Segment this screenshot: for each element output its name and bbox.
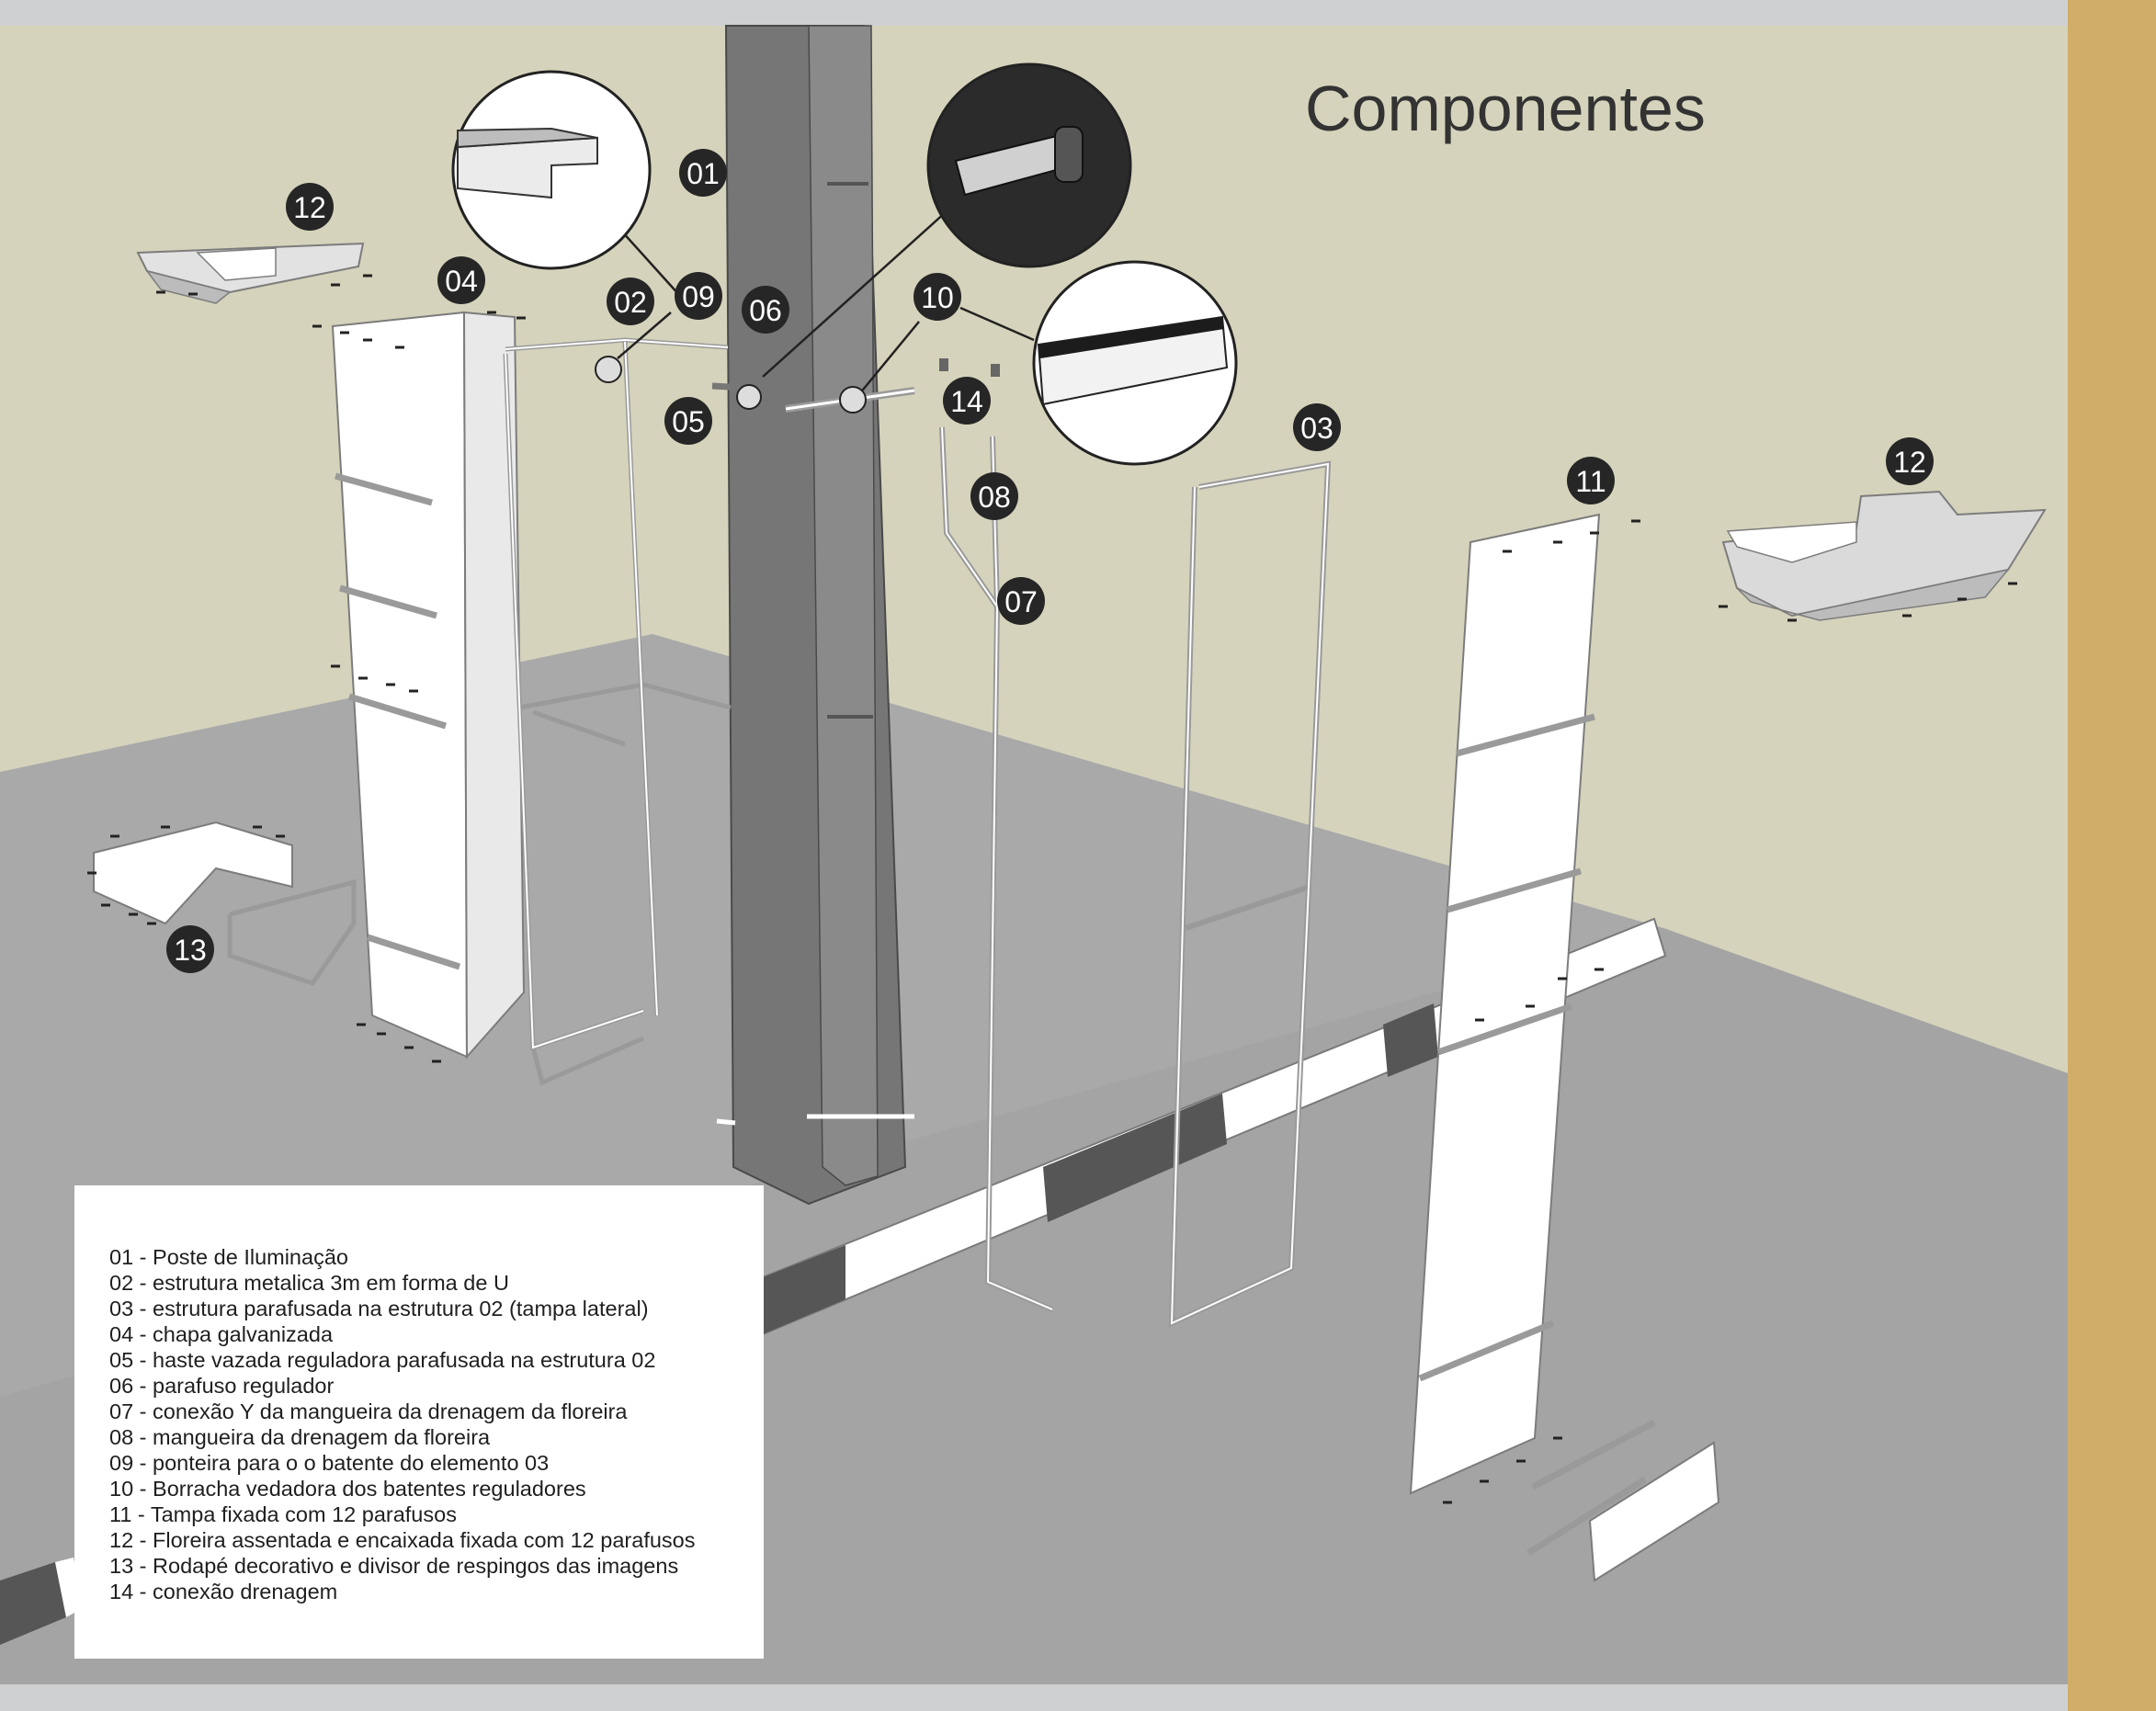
callout-12-left: 12: [286, 183, 334, 231]
callout-14: 14: [943, 377, 991, 425]
legend-item: 13 - Rodapé decorativo e divisor de resp…: [109, 1554, 679, 1578]
galvanized-sheet: [331, 311, 526, 1059]
drain-hoses-inner: [941, 426, 1053, 1310]
svg-text:13: 13: [174, 934, 207, 967]
callout-06: 06: [742, 286, 789, 334]
planter-right: [1721, 490, 2047, 621]
svg-text:07: 07: [1004, 585, 1038, 618]
callout-05: 05: [664, 397, 712, 445]
callout-08: 08: [970, 472, 1018, 520]
svg-text:02: 02: [614, 286, 647, 319]
callout-12-right: 12: [1886, 437, 1934, 485]
svg-text:03: 03: [1300, 412, 1333, 445]
baseboard: [93, 821, 357, 986]
legend-item: 12 - Floreira assentada e encaixada fixa…: [109, 1528, 696, 1552]
planter-left: [136, 242, 365, 304]
legend-item: 08 - mangueira da drenagem da floreira: [109, 1425, 491, 1449]
legend-item: 02 - estrutura metalica 3m em forma de U: [109, 1271, 509, 1295]
svg-text:01: 01: [687, 157, 720, 190]
svg-text:09: 09: [682, 280, 715, 313]
legend-box: 01 - Poste de Iluminação 02 - estrutura …: [74, 1185, 764, 1659]
legend-item: 01 - Poste de Iluminação: [109, 1245, 348, 1269]
small-rails: [1526, 1419, 1720, 1582]
callout-03: 03: [1293, 403, 1341, 451]
page-title: Componentes: [1305, 73, 1706, 144]
side-lid-frame-inner: [1170, 462, 1330, 1325]
callout-01: 01: [679, 149, 727, 197]
svg-text:12: 12: [293, 191, 326, 224]
legend-item: 06 - parafuso regulador: [109, 1374, 335, 1398]
callout-02: 02: [607, 278, 654, 325]
drain-connectors: [939, 358, 1000, 377]
detail-zoom-09: [451, 70, 681, 383]
svg-text:10: 10: [921, 281, 954, 314]
callout-10: 10: [913, 273, 961, 321]
detail-zoom-06: [736, 62, 1132, 410]
legend-list: 01 - Poste de Iluminação 02 - estrutura …: [109, 1244, 695, 1604]
legend-item: 05 - haste vazada reguladora parafusada …: [109, 1348, 656, 1372]
lid-panel: [1409, 513, 1601, 1495]
screw-marks: [87, 274, 2017, 1504]
legend-item: 03 - estrutura parafusada na estrutura 0…: [109, 1297, 649, 1320]
svg-text:12: 12: [1893, 446, 1926, 479]
callout-13: 13: [166, 925, 214, 973]
legend-item: 10 - Borracha vedadora dos batentes regu…: [109, 1477, 586, 1501]
legend-item: 11 - Tampa fixada com 12 parafusos: [109, 1502, 457, 1526]
u-frame-inner: [505, 338, 729, 1049]
legend-item: 04 - chapa galvanizada: [109, 1322, 334, 1346]
callout-07: 07: [997, 577, 1045, 625]
svg-text:05: 05: [672, 405, 705, 438]
legend-item: 07 - conexão Y da mangueira da drenagem …: [109, 1399, 628, 1423]
svg-text:11: 11: [1575, 465, 1606, 498]
callout-11: 11: [1567, 457, 1615, 504]
svg-text:04: 04: [445, 265, 478, 298]
detail-zoom-10: [839, 260, 1238, 466]
svg-text:08: 08: [978, 481, 1011, 514]
callout-09: 09: [675, 272, 722, 320]
svg-text:06: 06: [749, 294, 782, 327]
svg-text:14: 14: [950, 385, 983, 418]
callout-04: 04: [437, 256, 485, 304]
legend-item: 14 - conexão drenagem: [109, 1580, 338, 1603]
sidebar-strip: [2068, 0, 2156, 1711]
legend-item: 09 - ponteira para o o batente do elemen…: [109, 1451, 550, 1475]
